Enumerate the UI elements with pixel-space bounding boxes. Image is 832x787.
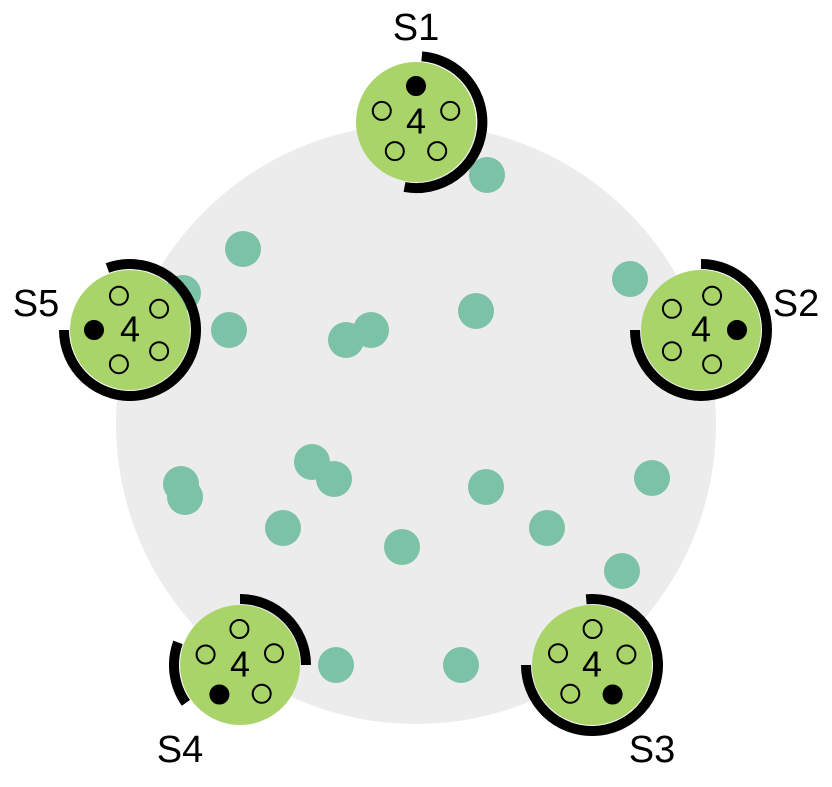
station-s3-label: S3 [629, 729, 675, 771]
slot-empty [251, 683, 272, 704]
slot-empty [702, 354, 723, 375]
station-s3-arc [521, 594, 663, 736]
slot-filled [727, 320, 747, 340]
slot-empty [661, 341, 682, 362]
station-s5-label: S5 [13, 283, 59, 325]
slot-filled [209, 684, 230, 705]
slot-empty [371, 100, 392, 121]
slot-empty [384, 141, 405, 162]
slot-empty [149, 341, 170, 362]
slot-empty [582, 619, 603, 639]
station-s2-count: 4 [691, 309, 711, 350]
slot-filled [602, 684, 623, 705]
arena-disc [116, 124, 716, 724]
station-s2-label: S2 [773, 283, 819, 325]
particle [318, 647, 354, 683]
particle [443, 647, 479, 683]
particle [612, 261, 648, 297]
particle [468, 469, 504, 505]
particle [353, 312, 389, 348]
particle [529, 510, 565, 546]
station-s1-label: S1 [393, 7, 439, 49]
station-s1-count: 4 [406, 101, 426, 142]
station-s4-arc [169, 594, 311, 706]
station-s5-arc [59, 259, 201, 401]
station-s1: 4 [356, 51, 488, 194]
slot-empty [548, 643, 568, 664]
slot-filled [406, 76, 426, 96]
station-s1-arc [403, 51, 488, 194]
particle [316, 461, 352, 497]
slot-empty [616, 644, 637, 665]
station-s4-count: 4 [230, 644, 250, 685]
station-s5-count: 4 [120, 309, 140, 350]
particle [167, 479, 203, 515]
slot-empty [195, 644, 216, 665]
station-s4-label: S4 [157, 729, 203, 771]
slot-empty [108, 285, 129, 306]
station-s4: 4 [169, 594, 311, 725]
particle [384, 529, 420, 565]
station-s3: 4 [521, 594, 663, 736]
particle-layer [163, 157, 670, 683]
slot-empty [427, 141, 448, 162]
slot-empty [702, 285, 723, 306]
slot-empty [661, 298, 682, 319]
slot-empty [560, 683, 581, 704]
slot-empty [149, 298, 170, 319]
particle [604, 553, 640, 589]
slot-empty [264, 643, 284, 664]
particle [469, 157, 505, 193]
station-s5: 4 [59, 259, 201, 401]
particle [265, 510, 301, 546]
station-s2-arc [630, 259, 772, 401]
slot-filled [84, 320, 104, 340]
particle [458, 293, 494, 329]
slot-empty [229, 619, 250, 639]
slot-empty [440, 100, 461, 121]
particle [211, 312, 247, 348]
particle [634, 460, 670, 496]
slot-empty [108, 354, 129, 375]
particle [225, 231, 261, 267]
station-s3-count: 4 [582, 644, 602, 685]
station-s2: 4 [630, 259, 772, 401]
